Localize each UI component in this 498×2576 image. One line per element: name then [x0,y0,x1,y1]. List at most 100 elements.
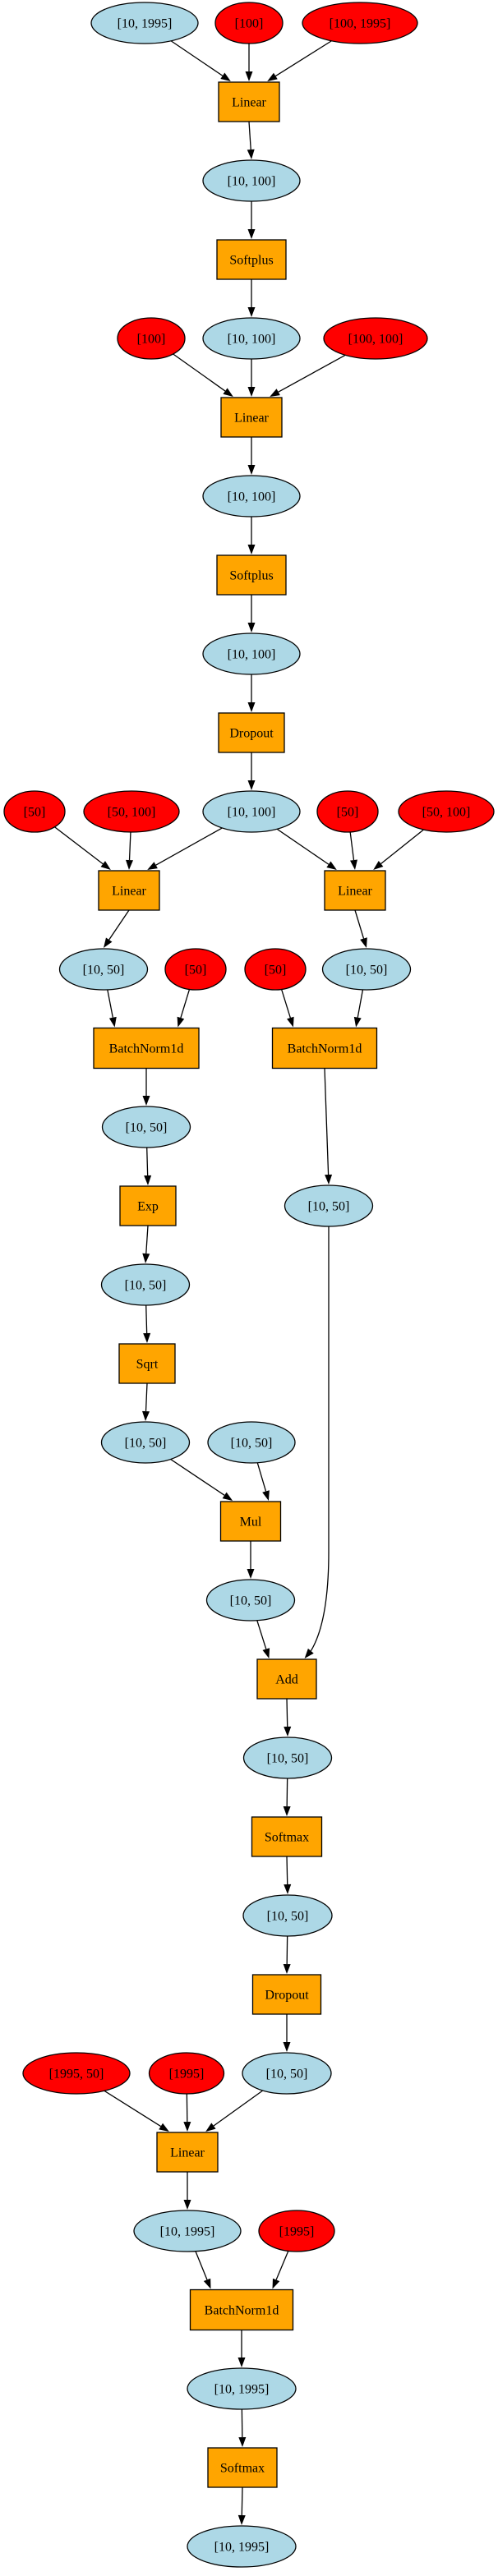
node-label: Dropout [265,1989,309,2003]
node-label: [10, 50] [266,2068,308,2082]
node-W5: [1995, 50] [23,2053,130,2094]
edge-W5-linear5 [104,2091,169,2132]
node-mul: Mul [221,1502,281,1541]
node-sqrtout: [10, 50] [102,1422,190,1463]
node-exp: Exp [120,1186,176,1226]
node-label: [10, 1995] [214,2541,270,2555]
edge-h2d-linear4 [277,829,337,870]
edge-bnL-bnlout [143,1069,150,1106]
node-label: [10, 1995] [160,2225,215,2239]
edge-expout-sqrt [143,1305,150,1343]
arrowhead-icon [326,862,336,870]
arrowhead-icon [284,1884,291,1894]
edge-h1s-linear2 [248,359,256,397]
node-x1: [10, 1995] [91,2,198,44]
node-sqrt: Sqrt [119,1344,175,1383]
node-label: [10, 50] [125,1279,167,1293]
node-W3: [50, 100] [84,791,179,832]
node-label: [10, 50] [231,1437,273,1451]
arrowhead-icon [159,2123,169,2132]
edge-line [357,990,362,1018]
arrowhead-icon [284,1964,291,1974]
edge-bnrout-add [305,1226,329,1658]
node-b1: [100] [215,2,283,44]
node-label: [50, 100] [108,806,156,820]
edge-line [279,355,345,392]
node-linear2: Linear [221,398,282,437]
edge-line [287,1856,288,1884]
arrowhead-icon [284,2042,291,2052]
node-label: [100, 1995] [330,17,391,31]
node-label: [10, 100] [228,490,276,504]
edge-line [171,41,223,76]
arrowhead-icon [204,2279,211,2289]
node-label: [10, 50] [346,964,388,978]
edge-add-addout [284,1699,291,1736]
edge-dropout2-dout [284,2014,291,2052]
arrowhead-icon [350,860,357,870]
arrowhead-icon [143,1333,150,1343]
arrowhead-icon [248,307,256,317]
arrowhead-icon [184,2200,191,2210]
node-label: Add [275,1673,298,1687]
node-l3out: [10, 50] [60,949,148,990]
edge-line [109,910,129,940]
node-label: Mul [240,1516,262,1530]
node-label: Linear [112,885,146,899]
arrowhead-icon [267,73,278,81]
arrowhead-icon [142,1411,150,1421]
edge-softmax2-out [238,2487,246,2525]
arrowhead-icon [287,1017,294,1028]
arrowhead-icon [360,937,367,948]
edge-b5-linear5 [183,2094,191,2132]
node-dropout2: Dropout [253,1975,321,2014]
edge-line [156,828,223,865]
edge-smout-dropout2 [284,1936,291,1974]
edge-b1-linear1 [246,44,253,81]
edge-line [350,832,353,860]
node-label: [10, 1995] [118,17,173,31]
node-label: [50, 100] [422,806,471,820]
edge-softplus2-h2s [248,595,256,632]
edge-line [257,1463,265,1492]
node-label: [10, 1995] [214,2383,270,2397]
edge-h1-softplus1 [248,201,256,239]
node-W2: [100, 100] [324,318,427,359]
edge-bn3-bn3out [238,2330,246,2368]
edge-line [214,2091,263,2126]
edge-line [282,989,291,1018]
edge-bnb2-bnR [282,989,294,1027]
node-label: [10, 50] [267,1910,309,1924]
node-label: [10, 100] [228,806,276,820]
node-label: Linear [232,96,266,110]
arrowhead-icon [238,2358,246,2367]
edge-bn3out-softmax2 [238,2409,246,2447]
edge-W1-linear1 [267,41,331,81]
node-label: [1995] [169,2068,205,2082]
node-h1: [10, 100] [203,160,300,201]
edge-line [275,41,331,76]
node-l5out: [10, 1995] [134,2210,241,2252]
node-label: [50] [185,964,207,978]
edge-bnlout-exp [144,1148,151,1185]
node-b5: [1995] [150,2053,224,2094]
node-linear5: Linear [157,2132,218,2172]
node-label: [10, 50] [83,964,125,978]
edge-line [325,1069,329,1175]
edge-line [173,354,225,391]
node-b6: [1995] [259,2210,334,2252]
edge-h2s-dropout1 [248,674,256,712]
edge-l4out-bnR [354,990,363,1028]
node-label: Softmax [265,1831,309,1845]
node-linear1: Linear [219,82,279,122]
arrowhead-icon [270,389,280,397]
arrowhead-icon [247,150,255,159]
node-label: [50] [337,806,359,820]
node-label: Softplus [229,254,273,268]
arrowhead-icon [238,2515,246,2525]
arrowhead-icon [183,2122,191,2132]
edge-b3-linear3 [54,827,110,870]
node-label: BatchNorm1d [109,1042,184,1056]
edge-addout-softmax1 [284,1778,291,1816]
edge-linear3-l3out [104,910,129,948]
